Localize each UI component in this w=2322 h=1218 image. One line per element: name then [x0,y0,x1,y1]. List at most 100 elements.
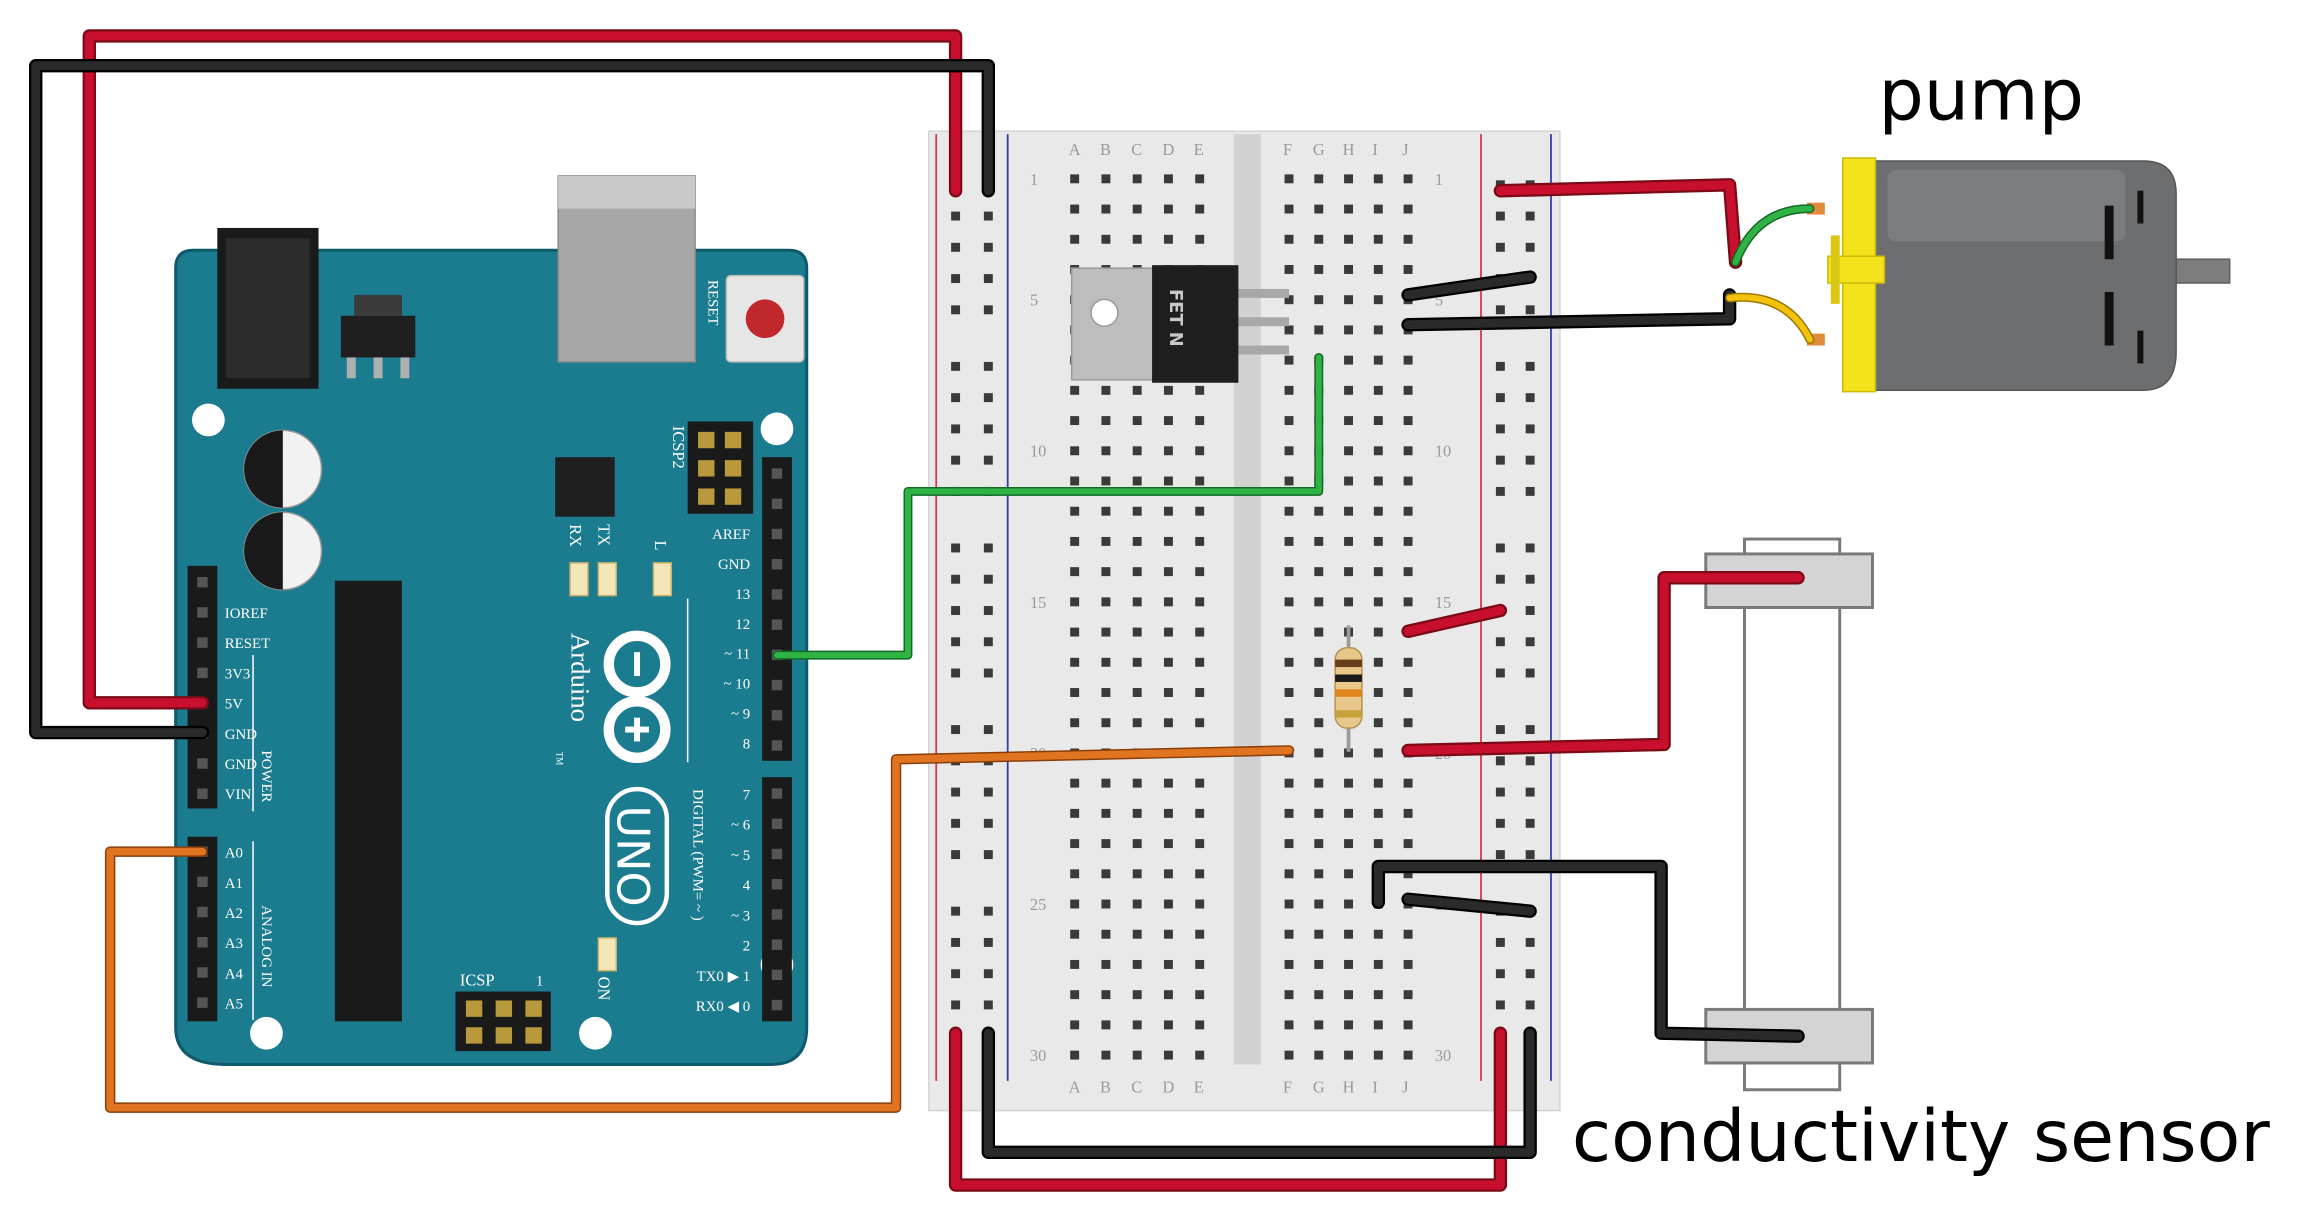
breadboard-hole [1195,718,1205,728]
breadboard-hole [1403,929,1413,939]
breadboard-hole [1163,869,1173,879]
breadboard-hole [1344,506,1354,516]
breadboard-hole [1403,1050,1413,1060]
breadboard-hole [1403,990,1413,1000]
breadboard-hole [1373,355,1383,365]
breadboard-hole [1070,506,1080,516]
pump-label: pump [1878,53,2084,136]
digital-pin-label: 13 [735,587,750,603]
breadboard-hole [1101,718,1111,728]
digital-header-lower [762,777,792,1022]
digital-pin-label: ~ 3 [731,908,750,924]
breadboard-hole [1070,899,1080,909]
rail-hole [1525,969,1535,979]
breadboard-hole [1101,929,1111,939]
breadboard-hole [1403,416,1413,426]
row-label: 15 [1435,593,1451,612]
column-label: D [1162,1078,1174,1097]
power-pin-label: 3V3 [225,666,251,682]
mounting-hole [760,412,794,446]
breadboard-hole [1101,174,1111,184]
breadboard-hole [1163,234,1173,244]
analog-pin-label: A5 [225,997,243,1013]
breadboard-hole [1163,446,1173,456]
breadboard-hole [1284,265,1294,274]
header-pin [771,558,783,570]
breadboard-hole [1284,234,1294,244]
rail-hole [951,969,961,979]
rail-hole [1495,305,1505,315]
rail-hole [983,305,993,315]
breadboard-hole [1163,990,1173,1000]
breadboard-hole [1101,506,1111,516]
rail-hole [983,574,993,584]
rail-hole [983,637,993,647]
breadboard-hole [1344,385,1354,395]
rail-hole [1495,1000,1505,1010]
rail-hole [951,937,961,947]
breadboard-hole [1373,204,1383,214]
breadboard-hole [1344,959,1354,969]
pin-labels: IOREFRESET3V35VGNDGNDVINA0A1A2A3A4A5AREF… [225,527,751,1015]
header-pin [771,679,783,691]
svg-text:ICSP2: ICSP2 [669,426,688,469]
breadboard-hole [1344,265,1354,274]
breadboard-hole [1284,597,1294,607]
breadboard-hole [1070,657,1080,667]
breadboard-hole [1373,174,1383,184]
breadboard-hole [1132,1050,1142,1060]
rail-hole [1525,486,1535,496]
conductivity-sensor [1704,537,1874,1092]
rail-hole [1525,361,1535,371]
tx-led [597,562,617,597]
breadboard-hole [1101,476,1111,486]
svg-text:TX: TX [594,524,613,546]
breadboard-hole [1284,688,1294,697]
breadboard-hole [1284,446,1294,456]
breadboard-hole [1373,385,1383,395]
breadboard-hole [1344,174,1354,184]
breadboard-hole [1403,657,1413,667]
column-label: C [1131,140,1142,159]
rail-hole [983,242,993,252]
svg-text:1: 1 [536,974,543,990]
rail-hole [983,818,993,828]
rail-hole [983,906,993,916]
breadboard-hole [1195,869,1205,879]
breadboard-hole [1163,778,1173,788]
header-pin [771,969,783,981]
breadboard-hole [1344,748,1354,758]
arduino-brand-label: Arduino [566,633,596,722]
column-label: I [1372,140,1377,159]
breadboard-hole [1344,929,1354,939]
wires [29,29,1815,1192]
icsp-header: ICSP 1 [455,971,551,1052]
breadboard-hole [1070,839,1080,849]
breadboard-hole [1070,446,1080,456]
rail-hole [951,1000,961,1010]
breadboard-hole [1314,295,1324,305]
breadboard-hole [1373,1020,1383,1030]
digital-pin-label: 2 [743,939,750,955]
motor-lead-green [1732,205,1813,266]
row-label: 5 [1030,291,1038,310]
breadboard-hole [1163,657,1173,667]
breadboard-hole [1284,174,1294,184]
breadboard-hole [1344,869,1354,879]
breadboard-hole [1314,959,1324,969]
wire-gnd-black [31,61,993,738]
breadboard-hole [1163,416,1173,426]
breadboard-hole [1373,929,1383,939]
header-pin [771,619,783,630]
breadboard-hole [1344,325,1354,335]
analog-pin-label: A2 [225,906,243,922]
atmega-microcontroller [334,580,402,1022]
reset-button-cap[interactable] [745,299,785,339]
wire-jumper-red [1403,606,1505,636]
breadboard-hole [1284,778,1294,788]
column-label: D [1162,140,1174,159]
breadboard-hole [1101,536,1111,546]
breadboard-hole [1284,929,1294,939]
